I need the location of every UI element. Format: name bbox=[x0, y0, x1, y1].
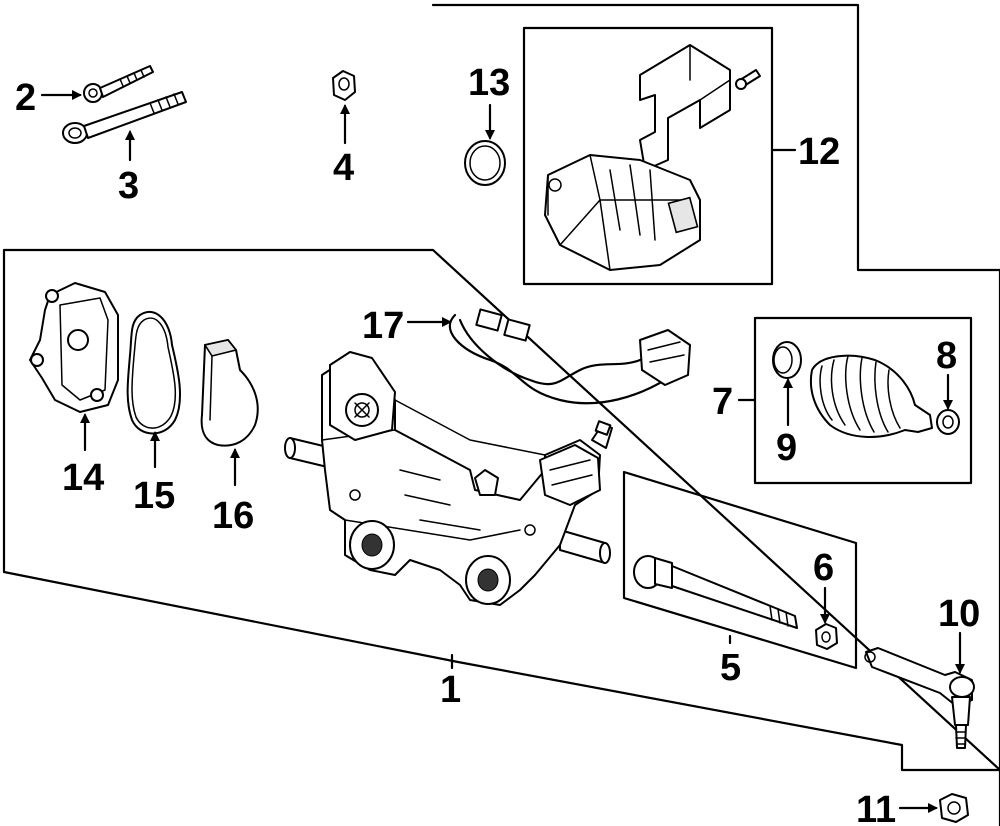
part-12-box bbox=[522, 26, 774, 286]
callout-17: 17 bbox=[362, 305, 404, 347]
part-3-bolt bbox=[62, 91, 187, 144]
part-9-clamp bbox=[772, 341, 802, 379]
part-7-boot bbox=[810, 354, 933, 438]
part-10-tie-rod-end bbox=[864, 647, 975, 749]
leader-lines bbox=[40, 90, 965, 813]
part-5-tie-rod bbox=[633, 555, 798, 629]
callout-16: 16 bbox=[212, 495, 254, 537]
part-12-motor-unit bbox=[544, 44, 761, 271]
part-14-housing bbox=[29, 282, 119, 413]
part-4-nut bbox=[332, 70, 356, 101]
part-11-nut bbox=[939, 793, 969, 823]
callout-1: 1 bbox=[440, 669, 461, 711]
callout-2: 2 bbox=[15, 77, 36, 119]
assembly-outline bbox=[2, 3, 1000, 826]
callout-3: 3 bbox=[118, 165, 139, 207]
callout-5: 5 bbox=[720, 647, 741, 689]
part-8-clamp bbox=[936, 409, 960, 435]
callout-6: 6 bbox=[813, 547, 834, 589]
part-15-gasket bbox=[126, 310, 181, 435]
part-6-nut bbox=[815, 623, 838, 650]
callout-labels: 1 2 3 4 5 6 7 8 9 10 11 12 13 14 15 16 1… bbox=[15, 62, 980, 826]
part-1-steering-rack bbox=[284, 351, 613, 606]
part-17-harness bbox=[448, 308, 691, 405]
callout-12: 12 bbox=[798, 131, 840, 173]
callout-4: 4 bbox=[333, 147, 354, 189]
part-2-bolt bbox=[83, 65, 154, 103]
callout-11: 11 bbox=[856, 789, 896, 826]
callout-15: 15 bbox=[133, 475, 175, 517]
callout-8: 8 bbox=[936, 335, 957, 377]
callout-7: 7 bbox=[712, 381, 733, 423]
callout-14: 14 bbox=[62, 457, 104, 499]
callout-10: 10 bbox=[938, 593, 980, 635]
part-5-box bbox=[622, 470, 858, 670]
part-16-cover bbox=[200, 339, 259, 447]
part-13-oring bbox=[464, 140, 506, 186]
callout-9: 9 bbox=[776, 427, 797, 469]
callout-13: 13 bbox=[468, 62, 510, 104]
